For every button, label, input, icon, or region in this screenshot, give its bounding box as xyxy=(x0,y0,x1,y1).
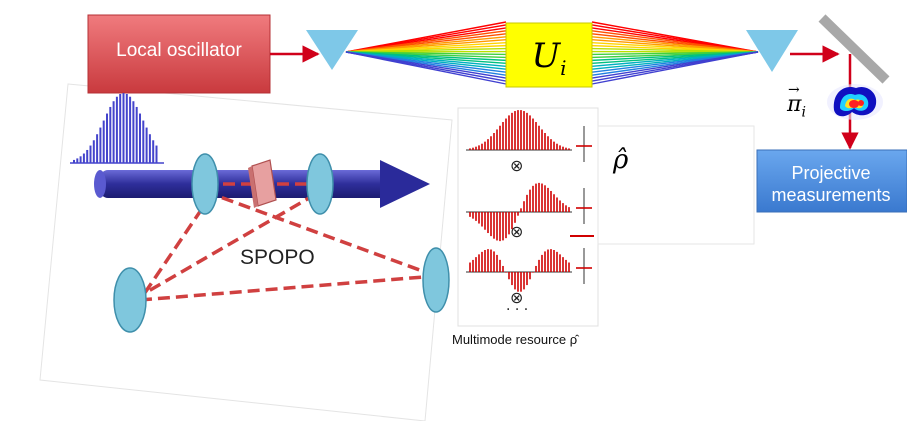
fan-ray xyxy=(591,51,759,85)
nonlinear-crystal xyxy=(248,159,277,208)
tensor-symbol-3: ⊗ xyxy=(510,288,524,307)
unitary-symbol: U xyxy=(531,36,561,76)
mode-shapes xyxy=(466,110,594,292)
unitary-box xyxy=(505,22,593,88)
tensor-symbol-2: ⊗ xyxy=(510,222,524,241)
fan-ray xyxy=(345,51,507,85)
ellipsis: · · · xyxy=(506,302,529,318)
cavity-mirror-2 xyxy=(306,153,334,215)
projector-subscript: i xyxy=(801,104,806,121)
wigner-function-image xyxy=(827,84,883,120)
projector-label: →πi xyxy=(787,82,806,121)
local-oscillator-box xyxy=(87,14,271,94)
projective-measurements-label: Projective measurements xyxy=(756,162,906,206)
frequency-comb xyxy=(70,93,164,164)
cavity-mirror-3 xyxy=(113,267,147,333)
spopo-label: SPOPO xyxy=(240,246,315,269)
spopo-photo-panel xyxy=(39,83,453,421)
rho-panel xyxy=(597,125,755,245)
spectral-fan xyxy=(345,21,759,85)
measurements-line: measurements xyxy=(771,185,891,205)
unitary-subscript: i xyxy=(560,55,567,80)
projector-symbol: π xyxy=(787,92,802,117)
unitary-label: Ui xyxy=(506,36,592,80)
projective-line: Projective xyxy=(791,163,871,183)
multimode-resource-label: Multimode resource ρ̂ xyxy=(452,332,578,347)
prism-1 xyxy=(306,30,358,70)
projective-measurements-box xyxy=(756,149,907,213)
cavity-mirror-1 xyxy=(191,153,219,215)
cavity-mirror-4 xyxy=(422,247,450,313)
local-oscillator-label: Local oscillator xyxy=(116,40,242,61)
prism-2 xyxy=(746,30,798,72)
tensor-symbol-1: ⊗ xyxy=(510,156,524,175)
beam-splitter-mirror xyxy=(818,14,890,84)
density-matrix-label: ρ̂ xyxy=(613,145,629,175)
